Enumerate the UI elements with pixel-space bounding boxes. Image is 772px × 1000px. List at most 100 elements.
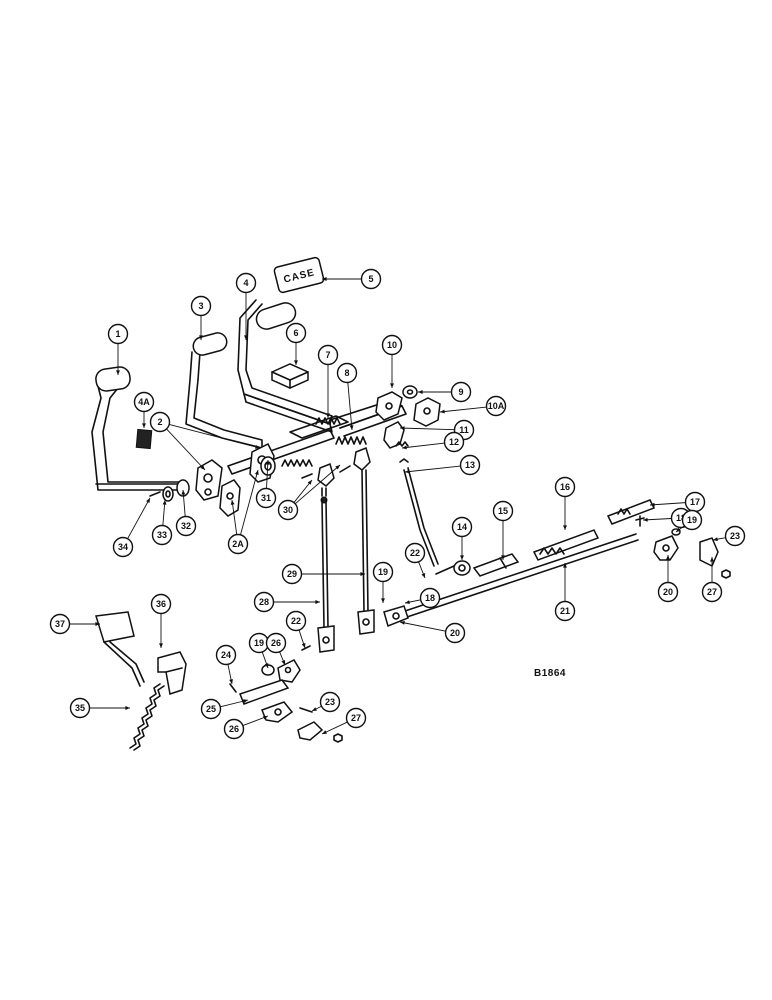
callout-number: 9 <box>458 387 463 397</box>
leader-arrowhead <box>255 444 260 449</box>
callout-number: 37 <box>55 619 65 629</box>
callout-number: 25 <box>206 704 216 714</box>
callout-bubble <box>253 591 275 613</box>
leader-arrowhead <box>421 573 426 578</box>
leader-line <box>231 499 238 535</box>
spring-35 <box>129 683 165 751</box>
callout-number: 10 <box>387 340 397 350</box>
callout-bubble <box>360 268 382 290</box>
callout-number: 26 <box>271 638 281 648</box>
callout-number: 4 <box>243 278 248 288</box>
callout-bubble <box>345 707 367 729</box>
callout-19: 19 <box>248 632 270 669</box>
callout-26: 26 <box>265 632 287 666</box>
leader-arrowhead <box>162 500 167 505</box>
pedal-1 <box>91 366 187 491</box>
callout-34: 34 <box>112 497 151 558</box>
leader-arrowhead <box>666 555 670 560</box>
callout-bubble <box>451 516 473 538</box>
leader-arrowhead <box>254 470 259 475</box>
leader-arrowhead <box>243 699 248 703</box>
leader-line <box>399 427 455 431</box>
washers-32-33-34 <box>149 479 190 502</box>
leader-line <box>240 469 259 535</box>
plate-2A <box>219 479 241 517</box>
lever-20 <box>653 535 679 561</box>
leader-line <box>439 406 487 413</box>
callout-bubble <box>492 500 514 522</box>
callout-bubble <box>133 391 155 413</box>
leader-arrowhead <box>312 707 317 711</box>
callout-5: 5 <box>322 268 382 290</box>
callout-number: 3 <box>198 301 203 311</box>
callout-number: 36 <box>156 599 166 609</box>
callout-9: 9 <box>418 381 472 403</box>
callout-number: 32 <box>181 521 191 531</box>
callout-bubble <box>381 334 403 356</box>
callout-bubble <box>443 431 465 453</box>
leader-arrowhead <box>322 277 327 281</box>
callout-18: 18 <box>404 587 441 609</box>
leader-arrowhead <box>229 679 233 684</box>
callout-bubble <box>265 632 287 654</box>
rod-29 <box>357 469 375 635</box>
callout-28: 28 <box>253 591 320 613</box>
callout-27: 27 <box>321 707 367 735</box>
callout-number: 27 <box>707 587 717 597</box>
leader-arrowhead <box>381 598 385 603</box>
leader-arrowhead <box>501 555 505 560</box>
leader-line <box>404 465 461 473</box>
leader-line <box>127 497 151 539</box>
pedal-3 <box>185 332 263 449</box>
callout-bubble <box>151 524 173 546</box>
callout-bubble <box>149 411 171 433</box>
callout-bubble <box>112 536 134 558</box>
callout-20: 20 <box>657 555 679 603</box>
callout-bubble <box>554 476 576 498</box>
leader-line <box>642 518 672 521</box>
callout-number: 19 <box>687 515 697 525</box>
callout-number: 28 <box>259 597 269 607</box>
callout-number: 19 <box>254 638 264 648</box>
callout-bubble <box>724 525 746 547</box>
callout-bubble <box>190 295 212 317</box>
leader-arrowhead <box>200 465 205 470</box>
callout-2: 2 <box>149 411 206 471</box>
callout-37: 37 <box>49 613 100 635</box>
callout-4a: 4A <box>133 391 155 428</box>
callout-bubble <box>69 697 91 719</box>
callout-bubble <box>285 322 307 344</box>
callout-bubble <box>285 610 307 632</box>
callout-number: 22 <box>410 548 420 558</box>
figure-reference-code: B1864 <box>534 668 566 679</box>
callout-bubble <box>49 613 71 635</box>
callout-number: 2A <box>232 539 244 549</box>
yoke-10 <box>375 391 403 421</box>
leader-arrowhead <box>315 600 320 604</box>
callout-bubble <box>372 561 394 583</box>
leader-arrowhead <box>265 460 270 465</box>
callout-c2Ab <box>240 469 259 535</box>
lever-14 <box>435 560 471 576</box>
callout-bubble <box>215 644 237 666</box>
clevis-23-27 <box>699 537 731 579</box>
callout-25: 25 <box>200 698 249 720</box>
callout-number: 31 <box>261 493 271 503</box>
leader-line <box>321 721 348 735</box>
leader-arrowhead <box>230 500 235 505</box>
callout-number: 2 <box>157 417 162 427</box>
callout-32: 32 <box>175 489 197 537</box>
leader-arrowhead <box>405 469 410 474</box>
callout-number: 33 <box>157 530 167 540</box>
callout-number: 35 <box>75 703 85 713</box>
callout-23: 23 <box>311 691 341 713</box>
callout-bubble <box>255 487 277 509</box>
callout-bubble <box>319 691 341 713</box>
callout-number: 15 <box>498 506 508 516</box>
leader-arrowhead <box>563 563 567 568</box>
callout-bubble <box>107 323 129 345</box>
bracket-37 <box>95 611 145 687</box>
plate-10A <box>413 397 441 427</box>
